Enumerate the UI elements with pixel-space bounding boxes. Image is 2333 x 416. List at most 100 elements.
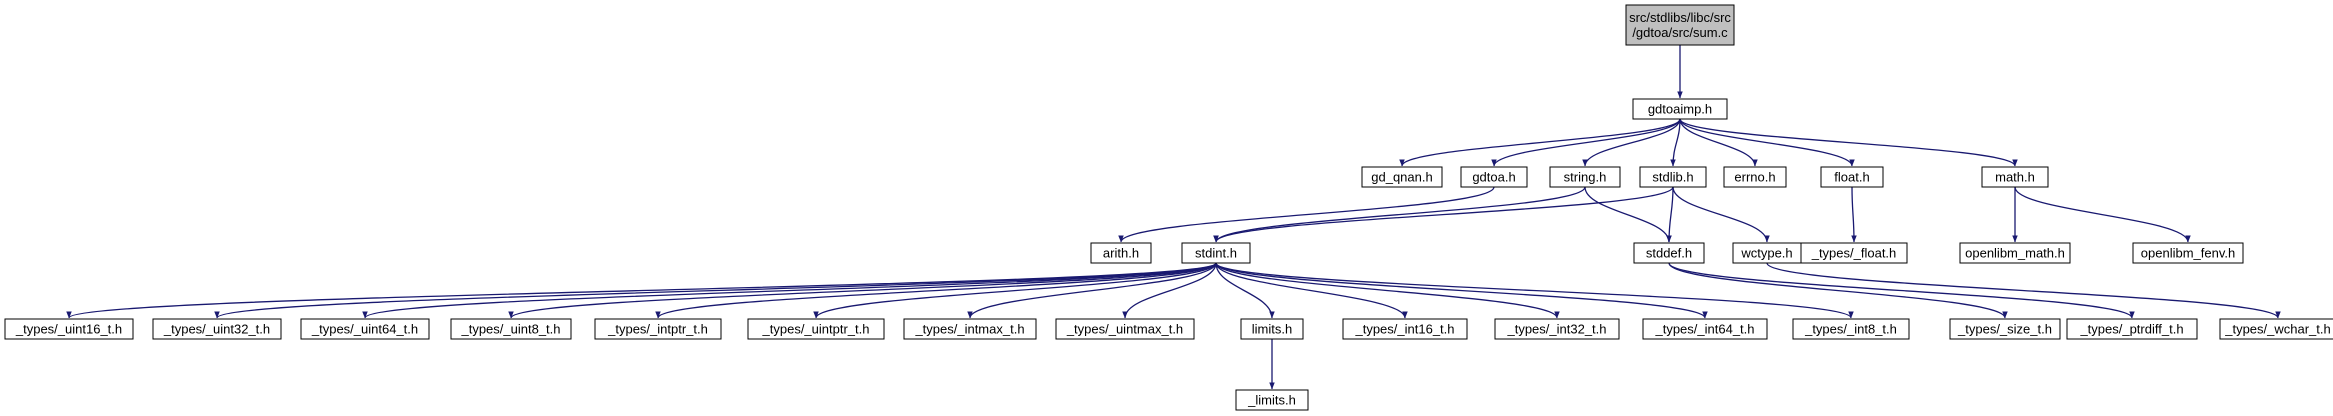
edge-gdtoaimp_h-to-errno_h	[1679, 118, 1758, 167]
node-box	[1625, 4, 1735, 46]
node-box	[1949, 318, 2061, 340]
node-types-int16-t-h[interactable]: _types/_int16_t.h	[1342, 318, 1468, 340]
node-label: _types/_intptr_t.h	[607, 322, 708, 337]
node-label: /gdtoa/src/sum.c	[1632, 25, 1728, 40]
node-gdtoa-h[interactable]: gdtoa.h	[1460, 166, 1528, 188]
node-box	[1235, 389, 1309, 411]
node-box	[1361, 166, 1443, 188]
node-label: stdint.h	[1195, 246, 1237, 261]
node-label: limits.h	[1252, 322, 1292, 337]
node-label: _types/_ptrdiff_t.h	[2079, 322, 2183, 337]
edge-string_h-to-stdint_h	[1213, 186, 1586, 243]
edge-stdint_h-to-types_uint8_t_h	[508, 262, 1217, 319]
edge-gdtoaimp_h-to-gdtoa_h	[1491, 118, 1681, 167]
node-types-uint64-t-h[interactable]: _types/_uint64_t.h	[300, 318, 430, 340]
nodes-layer: src/stdlibs/libc/src/gdtoa/src/sum.c gdto…	[4, 4, 2333, 411]
edge-string_h-to-stddef_h	[1584, 186, 1672, 243]
node-box	[300, 318, 430, 340]
node-types-uintmax-t-h[interactable]: _types/_uintmax_t.h	[1055, 318, 1195, 340]
edge-math_h-to-openlibm_fenv_h	[2014, 186, 2191, 243]
node-box	[152, 318, 282, 340]
node-box	[1460, 166, 1528, 188]
node-types-float-h[interactable]: _types/_float.h	[1800, 242, 1908, 264]
node-limits-h[interactable]: limits.h	[1240, 318, 1304, 340]
node-box	[4, 318, 134, 340]
node-types-uint8-t-h[interactable]: _types/_uint8_t.h	[450, 318, 572, 340]
node-types-uintptr-t-h[interactable]: _types/_uintptr_t.h	[747, 318, 885, 340]
node-float-h[interactable]: float.h	[1820, 166, 1884, 188]
node-label: _types/_uint32_t.h	[163, 322, 270, 337]
node-label: stdlib.h	[1652, 170, 1693, 185]
node-types-int8-t-h[interactable]: _types/_int8_t.h	[1792, 318, 1910, 340]
node-label: arith.h	[1103, 246, 1139, 261]
node-label: stddef.h	[1646, 246, 1692, 261]
node-box	[2132, 242, 2244, 264]
edge-stddef_h-to-types_size_t_h	[1668, 262, 2008, 319]
node-types-uint32-t-h[interactable]: _types/_uint32_t.h	[152, 318, 282, 340]
edge-gdtoaimp_h-to-stdlib_h	[1670, 118, 1681, 167]
node-stdlib-h[interactable]: stdlib.h	[1639, 166, 1707, 188]
node-label: gdtoaimp.h	[1648, 102, 1712, 117]
node-gd-qnan-h[interactable]: gd_qnan.h	[1361, 166, 1443, 188]
edge-stdlib_h-to-stdint_h	[1213, 186, 1674, 243]
node-math-h[interactable]: math.h	[1981, 166, 2049, 188]
node-label: _types/_uint8_t.h	[460, 322, 560, 337]
node-wctype-h[interactable]: wctype.h	[1732, 242, 1802, 264]
node-box	[1240, 318, 1304, 340]
node-box	[1342, 318, 1468, 340]
node-label: gdtoa.h	[1472, 170, 1515, 185]
node-types-int32-t-h[interactable]: _types/_int32_t.h	[1494, 318, 1620, 340]
edge-stdint_h-to-types_uintmax_t_h	[1122, 262, 1217, 319]
node-gdtoaimp-h[interactable]: gdtoaimp.h	[1632, 98, 1728, 120]
node-label: _types/_uintptr_t.h	[762, 322, 870, 337]
edge-stdint_h-to-types_intptr_t_h	[655, 262, 1217, 319]
node-box	[1090, 242, 1152, 264]
node-openlibm-math-h[interactable]: openlibm_math.h	[1959, 242, 2071, 264]
node-box	[1494, 318, 1620, 340]
node-openlibm-fenv-h[interactable]: openlibm_fenv.h	[2132, 242, 2244, 264]
edge-stdint_h-to-types_int64_t_h	[1215, 262, 1708, 319]
node-types-ptrdiff-t-h[interactable]: _types/_ptrdiff_t.h	[2066, 318, 2198, 340]
node-label: openlibm_fenv.h	[2141, 246, 2235, 261]
node-stdint-h[interactable]: stdint.h	[1181, 242, 1251, 264]
node-box	[747, 318, 885, 340]
node-label: _limits.h	[1247, 393, 1296, 408]
node-label: _types/_int8_t.h	[1804, 322, 1897, 337]
edge-stdint_h-to-types_uint16_t_h	[66, 262, 1217, 319]
edge-stdint_h-to-types_int16_t_h	[1215, 262, 1408, 319]
node-label: math.h	[1995, 170, 2035, 185]
node-box	[1981, 166, 2049, 188]
node-errno-h[interactable]: errno.h	[1723, 166, 1787, 188]
edge-stdlib_h-to-wctype_h	[1672, 186, 1770, 243]
node-limits-internal-h[interactable]: _limits.h	[1235, 389, 1309, 411]
node-types-int64-t-h[interactable]: _types/_int64_t.h	[1642, 318, 1768, 340]
node-label: _types/_int64_t.h	[1654, 322, 1754, 337]
edges-layer	[66, 44, 2281, 390]
node-stddef-h[interactable]: stddef.h	[1633, 242, 1705, 264]
node-box	[2219, 318, 2333, 340]
node-label: _types/_wchar_t.h	[2224, 322, 2331, 337]
edge-gdtoa_h-to-arith_h	[1118, 186, 1495, 243]
edge-wctype_h-to-types_wchar_t_h	[1766, 262, 2281, 319]
edge-stdint_h-to-types_uint64_t_h	[362, 262, 1217, 319]
edge-gdtoaimp_h-to-gd_qnan_h	[1399, 118, 1681, 167]
node-types-intptr-t-h[interactable]: _types/_intptr_t.h	[594, 318, 722, 340]
node-types-uint16-t-h[interactable]: _types/_uint16_t.h	[4, 318, 134, 340]
node-box	[1792, 318, 1910, 340]
node-string-h[interactable]: string.h	[1549, 166, 1621, 188]
node-label: _types/_uint64_t.h	[311, 322, 418, 337]
node-label: wctype.h	[1740, 246, 1792, 261]
node-types-wchar-t-h[interactable]: _types/_wchar_t.h	[2219, 318, 2333, 340]
edge-stdint_h-to-types_int32_t_h	[1215, 262, 1560, 319]
node-box	[1800, 242, 1908, 264]
node-types-intmax-t-h[interactable]: _types/_intmax_t.h	[903, 318, 1037, 340]
node-box	[594, 318, 722, 340]
node-types-size-t-h[interactable]: _types/_size_t.h	[1949, 318, 2061, 340]
edge-gdtoaimp_h-to-math_h	[1679, 118, 2018, 167]
node-arith-h[interactable]: arith.h	[1090, 242, 1152, 264]
node-label: src/stdlibs/libc/src	[1629, 10, 1731, 25]
edge-stdint_h-to-types_uintptr_t_h	[813, 262, 1217, 319]
node-label: gd_qnan.h	[1371, 170, 1432, 185]
node-box	[1632, 98, 1728, 120]
